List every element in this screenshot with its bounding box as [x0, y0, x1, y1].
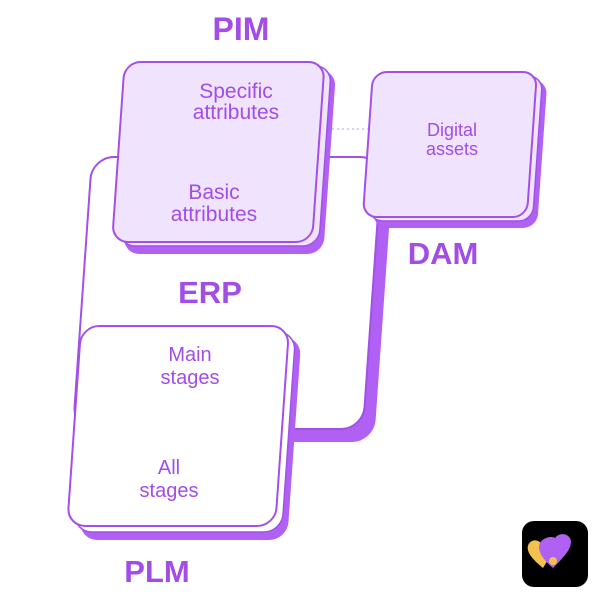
plm-main-line1: Main — [168, 344, 211, 366]
plm-heading: PLM — [124, 554, 189, 589]
plm-all-line2: stages — [140, 480, 199, 502]
plm-main-line2: stages — [161, 367, 220, 389]
dam-digital-line1: Digital — [427, 120, 477, 140]
pim-heading: PIM — [213, 11, 270, 47]
pim-specific-line2: attributes — [193, 101, 279, 124]
erp-heading: ERP — [178, 275, 242, 310]
heart-tag-logo-icon — [522, 521, 588, 587]
pim-card: Specific attributes Basic attributes — [112, 61, 336, 254]
pim-card-face — [112, 61, 325, 243]
pim-specific-line1: Specific — [199, 80, 273, 103]
pim-basic-line2: attributes — [171, 203, 257, 226]
plm-card: Main stages All stages — [67, 325, 301, 540]
plm-card-face — [67, 325, 289, 527]
dam-heading: DAM — [408, 236, 479, 271]
plm-all-line1: All — [158, 457, 180, 479]
dam-card-face — [362, 71, 538, 218]
dam-digital-line2: assets — [426, 139, 478, 159]
dam-card: Digital assets — [362, 71, 547, 228]
pim-basic-line1: Basic — [188, 181, 239, 204]
